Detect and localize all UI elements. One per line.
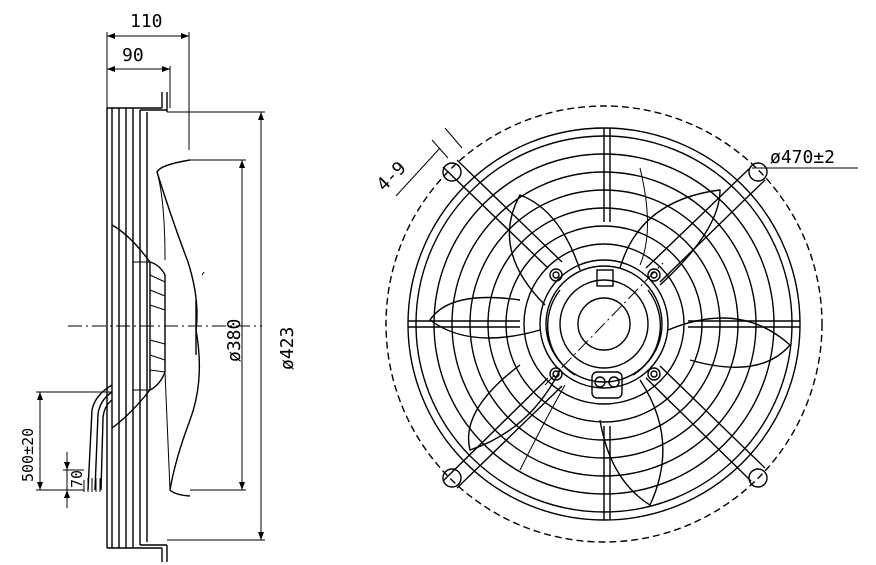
mount-circle-label: ø470±2 (770, 147, 835, 168)
dimension-110: 110 (106, 11, 190, 150)
mount-hole-slots (442, 162, 768, 488)
front-center-line-diag (544, 262, 664, 386)
blade-side (156, 159, 205, 497)
guard-plate-side (106, 92, 168, 562)
dimension-110-label: 110 (130, 11, 163, 32)
blade-diameter-label: ø380 (224, 319, 245, 362)
dimension-cable-length: 500±20 (19, 391, 112, 491)
dimension-cable-strip: 70 (63, 452, 86, 508)
dimension-90: 90 (107, 45, 171, 108)
side-view: 110 90 (19, 11, 298, 562)
dimension-blade-diameter: ø380 (190, 159, 246, 491)
radial-rods (408, 128, 800, 520)
mount-circle-callout: ø470±2 (752, 147, 858, 169)
cable-bundle (83, 384, 113, 492)
guard-diameter-label: ø423 (277, 327, 298, 370)
support-arms (442, 159, 766, 489)
mount-circle (385, 105, 823, 543)
dimension-guard-diameter: ø423 (167, 111, 298, 541)
hub (546, 268, 662, 399)
front-view: 4-9 ø470±2 (373, 105, 858, 543)
cable-length-label: 500±20 (19, 428, 37, 482)
cable-strip-label: 70 (68, 470, 86, 488)
mount-holes-label: 4-9 (373, 158, 411, 196)
fan-blades (429, 167, 791, 507)
mount-holes-callout: 4-9 (373, 127, 463, 197)
dimension-90-label: 90 (122, 45, 144, 66)
